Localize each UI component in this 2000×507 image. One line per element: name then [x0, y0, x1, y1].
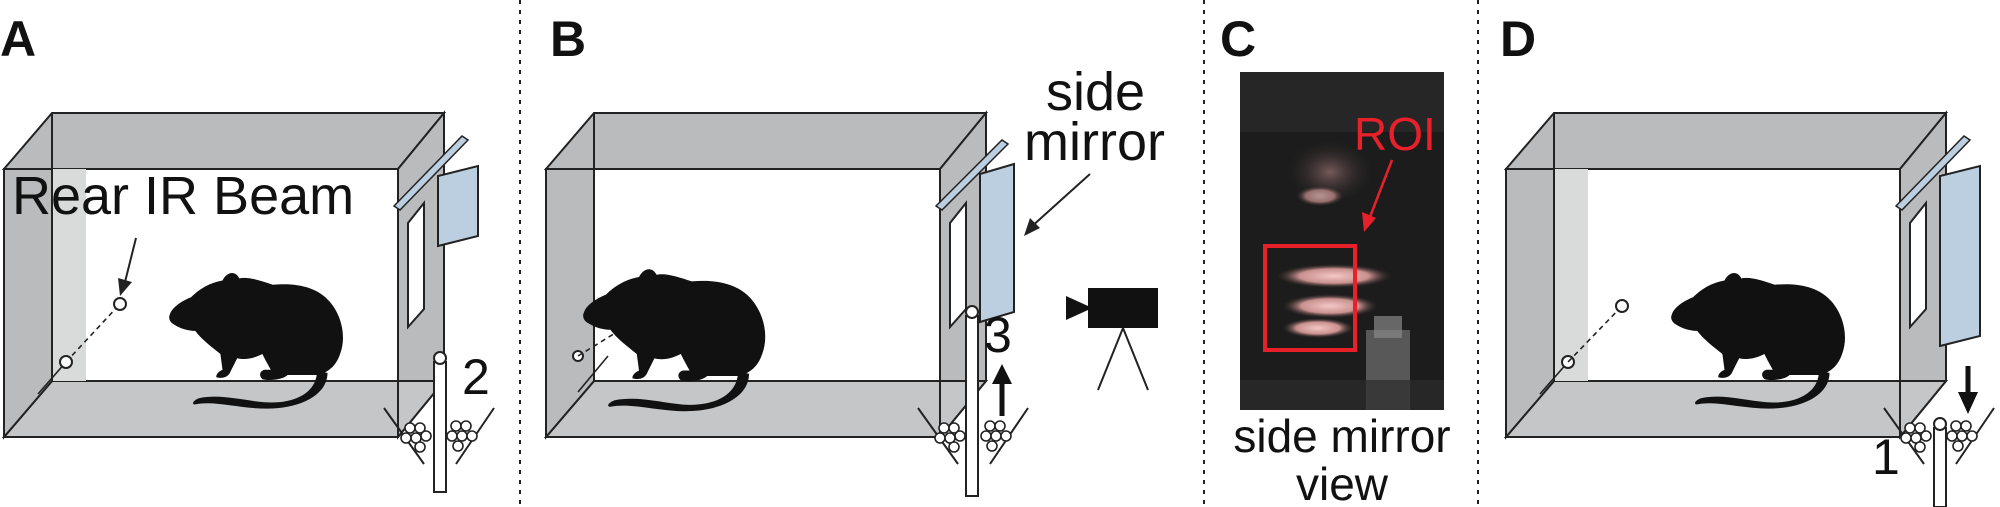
- chamber-b: [545, 112, 987, 438]
- side-mirror-d: [1939, 164, 1981, 348]
- roi-label: ROI: [1354, 108, 1436, 160]
- arrow-up-icon: [992, 364, 1012, 416]
- side-mirror-b: [979, 162, 1015, 324]
- side-mirror-a: [437, 164, 479, 248]
- panel-b: B side mirror 3: [545, 11, 1165, 497]
- ir-beam-emitter-a: [113, 297, 127, 311]
- roi-box: [1263, 244, 1357, 352]
- panel-b-label: B: [550, 11, 586, 67]
- panel-a-label: A: [0, 11, 36, 67]
- chamber-d: [1505, 112, 1947, 438]
- photo-caption-line2: view: [1296, 458, 1389, 507]
- pellet-tube-b: [965, 315, 979, 497]
- panel-a: A Rear IR Beam 2: [0, 11, 495, 493]
- panel-d: D 1: [1500, 11, 1995, 507]
- photo-caption-line1: side mirror: [1233, 410, 1450, 462]
- ir-beam-a: [65, 303, 121, 363]
- side-mirror-photo: [1240, 72, 1444, 410]
- panel-d-label: D: [1500, 11, 1536, 67]
- camera-icon: [1066, 288, 1158, 391]
- ir-beam-emitter-d: [1615, 299, 1629, 313]
- arrow-down-icon: [1958, 366, 1978, 414]
- pellet-tube-d: [1933, 427, 1947, 507]
- side-mirror-label-line1: side: [1046, 62, 1145, 122]
- rear-ir-beam-label: Rear IR Beam: [12, 166, 354, 226]
- panel-c: C ROI side mirror view: [1220, 11, 1451, 507]
- step-2-label: 2: [462, 349, 490, 405]
- pellet-tube-a: [433, 361, 447, 493]
- step-1-label: 1: [1872, 429, 1900, 485]
- panel-c-label: C: [1220, 11, 1256, 67]
- chamber-a: [3, 112, 445, 438]
- roi-arrow: [1366, 159, 1394, 223]
- step-3-label: 3: [984, 307, 1012, 363]
- side-mirror-label-line2: mirror: [1024, 112, 1165, 172]
